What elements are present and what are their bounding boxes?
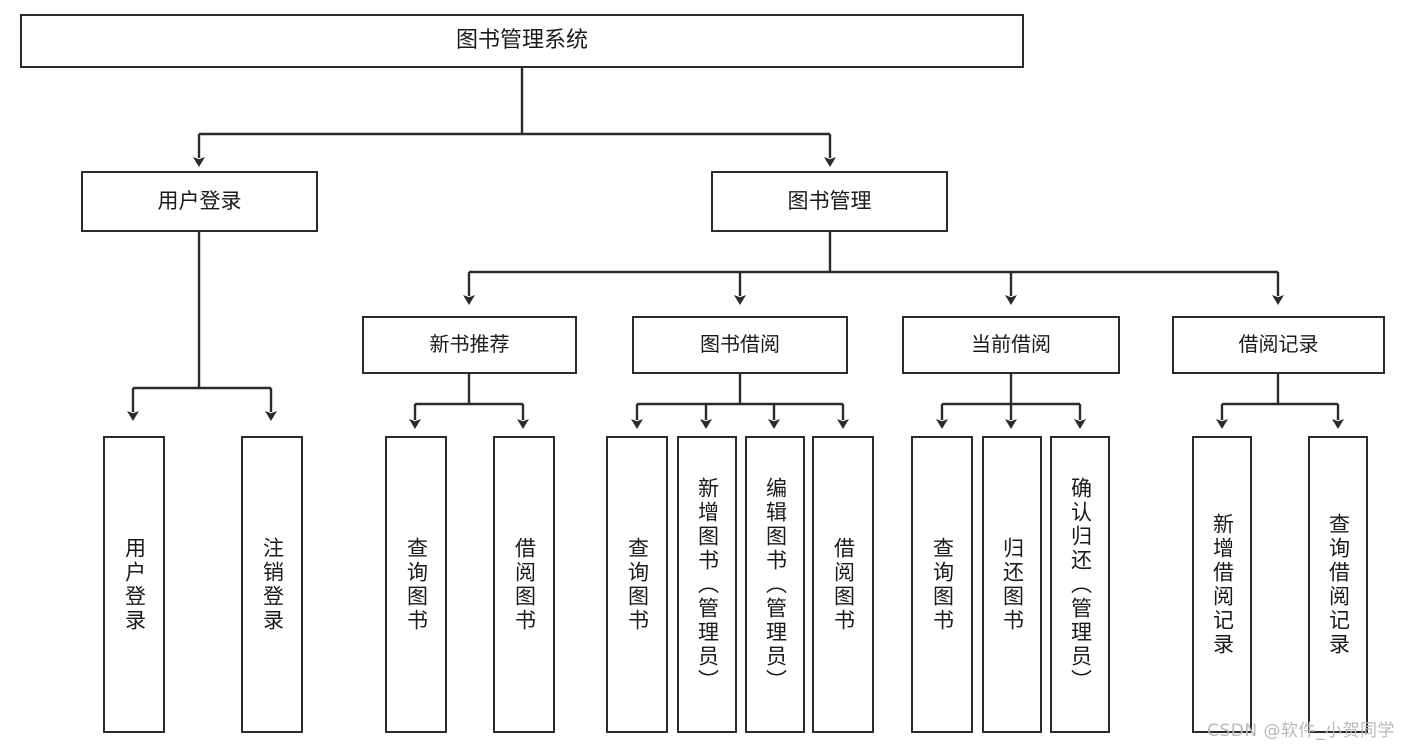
leaf-query-borrow-record[interactable]: 查询借阅记录 — [1308, 436, 1368, 733]
node-book-borrow[interactable]: 图书借阅 — [632, 316, 848, 374]
node-label: 用户登录 — [157, 189, 242, 214]
leaf-confirm-return-admin[interactable]: 确认归还（管理员） — [1050, 436, 1110, 733]
leaf-add-borrow-record[interactable]: 新增借阅记录 — [1192, 436, 1252, 733]
node-label: 图书管理系统 — [455, 28, 588, 54]
node-label: 新增借阅记录 — [1210, 512, 1235, 657]
leaf-return-book[interactable]: 归还图书 — [982, 436, 1042, 733]
node-user-login[interactable]: 用户登录 — [81, 171, 318, 232]
node-borrow-record[interactable]: 借阅记录 — [1172, 316, 1385, 374]
node-label: 图书管理 — [787, 189, 872, 214]
node-label: 用户登录 — [122, 536, 147, 633]
node-label: 归还图书 — [1000, 536, 1025, 633]
leaf-add-book-admin[interactable]: 新增图书（管理员） — [677, 436, 737, 733]
node-label: 借阅记录 — [1238, 332, 1319, 357]
leaf-user-login[interactable]: 用户登录 — [103, 436, 165, 733]
leaf-borrow-book-recommend[interactable]: 借阅图书 — [493, 436, 555, 733]
node-book-management[interactable]: 图书管理 — [711, 171, 948, 232]
leaf-edit-book-admin[interactable]: 编辑图书（管理员） — [745, 436, 805, 733]
leaf-query-book-borrow[interactable]: 查询图书 — [606, 436, 668, 733]
leaf-query-book-recommend[interactable]: 查询图书 — [385, 436, 447, 733]
node-label: 借阅图书 — [831, 536, 856, 633]
node-label: 查询图书 — [625, 536, 650, 633]
node-book-management-system[interactable]: 图书管理系统 — [20, 14, 1024, 68]
leaf-query-book-current[interactable]: 查询图书 — [911, 436, 973, 733]
leaf-logout[interactable]: 注销登录 — [241, 436, 303, 733]
node-label: 新书推荐 — [429, 332, 510, 357]
node-label: 借阅图书 — [512, 536, 537, 633]
node-new-book-recommend[interactable]: 新书推荐 — [362, 316, 577, 374]
node-label: 确认归还（管理员） — [1068, 476, 1093, 693]
node-label: 查询图书 — [404, 536, 429, 633]
node-label: 查询图书 — [930, 536, 955, 633]
node-label: 图书借阅 — [700, 332, 780, 357]
leaf-borrow-book[interactable]: 借阅图书 — [812, 436, 874, 733]
node-label: 查询借阅记录 — [1326, 512, 1351, 657]
node-current-borrow[interactable]: 当前借阅 — [902, 316, 1120, 374]
node-label: 新增图书（管理员） — [695, 476, 720, 693]
node-label: 编辑图书（管理员） — [763, 476, 788, 693]
node-label: 当前借阅 — [971, 332, 1051, 357]
node-label: 注销登录 — [260, 536, 285, 633]
